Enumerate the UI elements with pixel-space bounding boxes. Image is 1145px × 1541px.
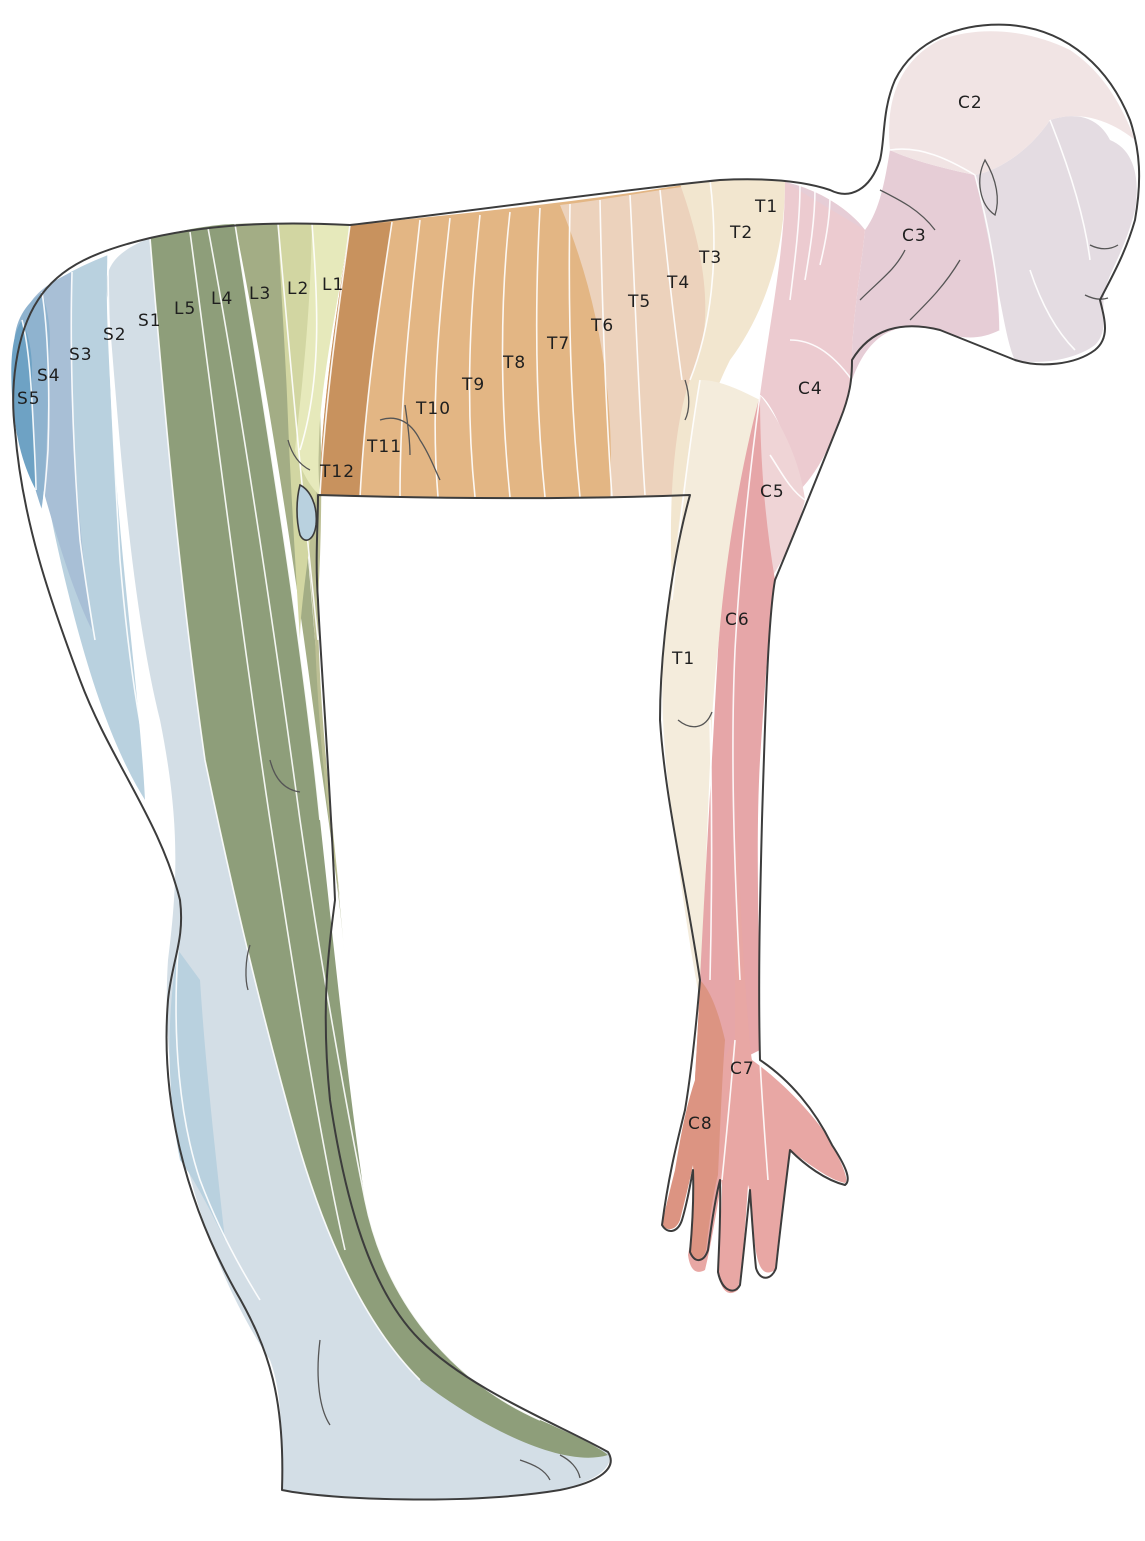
label-c7: C7 — [730, 1059, 755, 1079]
label-s5: S5 — [17, 389, 41, 409]
label-l3: L3 — [249, 284, 271, 304]
label-t7: T7 — [546, 334, 570, 354]
label-t1-arm: T1 — [671, 649, 695, 669]
label-t5: T5 — [627, 292, 651, 312]
label-s3: S3 — [69, 345, 93, 365]
label-c3: C3 — [902, 226, 927, 246]
label-t12: T12 — [319, 462, 355, 482]
label-t10: T10 — [415, 399, 451, 419]
label-c2: C2 — [958, 93, 983, 113]
label-c5: C5 — [760, 482, 785, 502]
label-t3: T3 — [698, 248, 722, 268]
label-s2: S2 — [103, 325, 127, 345]
label-l1: L1 — [322, 275, 344, 295]
label-t1: T1 — [754, 197, 778, 217]
label-s1: S1 — [138, 311, 162, 331]
label-c6: C6 — [725, 610, 750, 630]
label-c4: C4 — [798, 379, 823, 399]
label-t4: T4 — [666, 273, 690, 293]
label-t8: T8 — [502, 353, 526, 373]
label-t9: T9 — [461, 375, 485, 395]
label-t11: T11 — [366, 437, 402, 457]
label-c8: C8 — [688, 1114, 713, 1134]
label-t6: T6 — [590, 316, 614, 336]
label-l4: L4 — [211, 289, 233, 309]
label-t2: T2 — [729, 223, 753, 243]
label-s4: S4 — [37, 366, 61, 386]
label-l5: L5 — [174, 299, 196, 319]
label-l2: L2 — [287, 279, 309, 299]
